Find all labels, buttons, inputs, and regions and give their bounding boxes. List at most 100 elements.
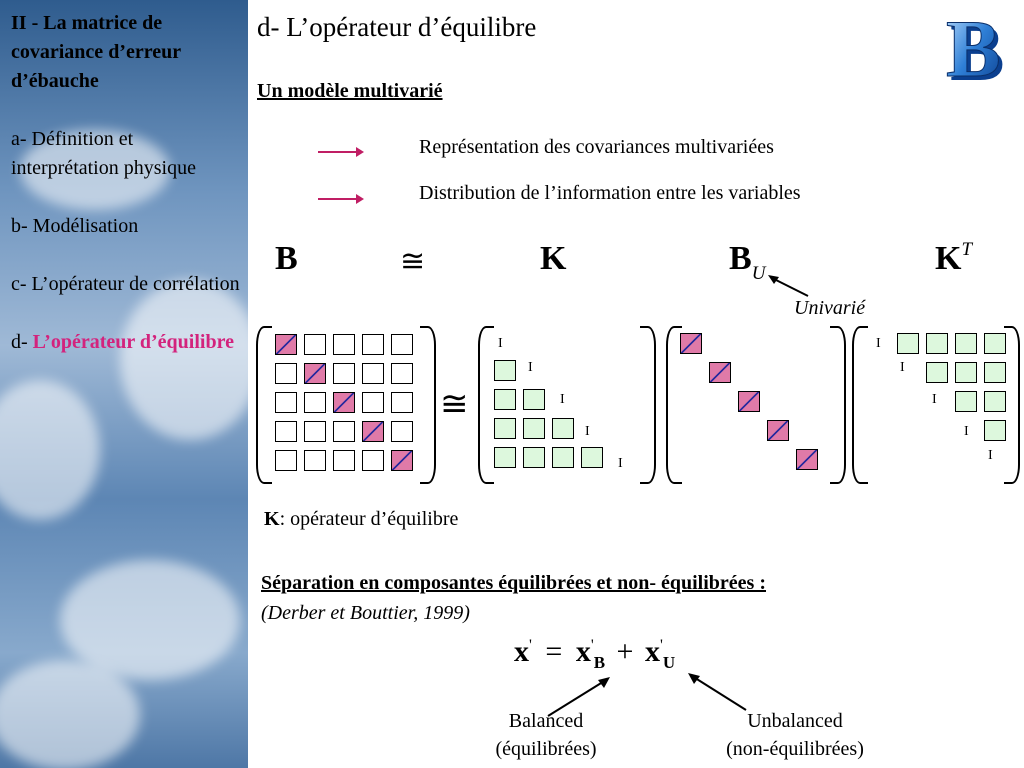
matrix-green-cell xyxy=(955,333,977,354)
matrix-b-right-paren xyxy=(420,326,436,484)
matrix-kt-left-paren xyxy=(852,326,868,484)
bullet-distribution: Distribution de l’information entre les … xyxy=(419,182,801,204)
matrix-green-cell xyxy=(523,389,545,410)
matrix-green-cell xyxy=(494,418,516,439)
sidebar-item-correlation[interactable]: c- L’opérateur de corrélation xyxy=(11,273,240,295)
logo-letter-shadow: B xyxy=(950,8,1005,88)
identity-label: I xyxy=(900,360,905,375)
matrix-green-cell xyxy=(926,333,948,354)
matrix-cell xyxy=(304,450,326,471)
matrix-cell xyxy=(275,450,297,471)
identity-label: I xyxy=(988,448,993,463)
matrix-green-cell xyxy=(926,362,948,383)
matrix-green-cell xyxy=(494,447,516,468)
eq-u-sub: U xyxy=(662,653,676,672)
matrix-diag-cell xyxy=(738,391,760,412)
sidebar-item-active-label: L’opérateur d’équilibre xyxy=(32,331,234,353)
cloud-decoration xyxy=(120,280,248,440)
univarie-label: Univarié xyxy=(794,297,866,319)
balanced-label: Balanced (équilibrées) xyxy=(476,707,616,763)
matrix-diag-cell xyxy=(767,420,789,441)
cloud-decoration xyxy=(0,660,140,768)
matrix-green-cell xyxy=(552,418,574,439)
matrix-green-cell xyxy=(581,447,603,468)
separation-title: Séparation en composantes équilibrées et… xyxy=(261,572,766,594)
cloud-decoration xyxy=(0,380,100,520)
matrix-cell xyxy=(391,421,413,442)
matrix-green-cell xyxy=(984,333,1006,354)
approx-symbol: ≅ xyxy=(400,245,426,278)
symbol-kt: KT xyxy=(935,239,973,278)
cloud-decoration xyxy=(60,560,240,680)
arrow-icon xyxy=(318,147,364,157)
k-definition-symbol: K xyxy=(264,508,280,530)
cloud-decoration xyxy=(20,130,170,210)
symbol-b: B xyxy=(275,240,298,277)
matrix-cell xyxy=(362,334,384,355)
separation-reference: (Derber et Bouttier, 1999) xyxy=(261,602,470,624)
balanced-fr: (équilibrées) xyxy=(495,738,597,760)
eq-xb: x xyxy=(575,635,591,668)
matrix-cell xyxy=(391,334,413,355)
sidebar-outline: II - La matrice de covariance d’erreur d… xyxy=(11,9,243,386)
unbalanced-label: Unbalanced (non-équilibrées) xyxy=(700,707,890,763)
matrix-cell xyxy=(304,334,326,355)
balanced-en: Balanced xyxy=(508,710,584,732)
matrix-green-cell xyxy=(494,360,516,381)
eq-prime-u: ' xyxy=(659,637,663,654)
matrix-cell xyxy=(275,363,297,384)
matrix-cell xyxy=(362,392,384,413)
identity-label: I xyxy=(498,336,503,351)
matrix-cell xyxy=(333,421,355,442)
matrix-diag-cell xyxy=(391,450,413,471)
matrix-cell xyxy=(391,392,413,413)
k-definition-text: : opérateur d’équilibre xyxy=(279,508,459,530)
identity-label: I xyxy=(964,424,969,439)
logo-letter: B xyxy=(946,8,1001,88)
matrix-cell xyxy=(362,450,384,471)
k-definition: K: opérateur d’équilibre xyxy=(264,508,458,531)
eq-prime-b: ' xyxy=(590,637,594,654)
sidebar-item-definition[interactable]: a- Définition et interprétation physique xyxy=(11,128,196,179)
unbalanced-en: Unbalanced xyxy=(747,710,843,732)
symbol-bu-main: B xyxy=(729,240,752,277)
identity-label: I xyxy=(932,392,937,407)
matrix-diag-cell xyxy=(709,362,731,383)
matrix-approx-symbol: ≅ xyxy=(440,386,469,423)
identity-label: I xyxy=(528,360,533,375)
matrix-diag-cell xyxy=(680,333,702,354)
matrix-cell xyxy=(304,421,326,442)
bullet-covariances: Représentation des covariances multivari… xyxy=(419,136,774,158)
matrix-cell xyxy=(362,363,384,384)
matrix-kt-right-paren xyxy=(1004,326,1020,484)
symbol-bu-sub: U xyxy=(751,263,766,284)
matrix-green-cell xyxy=(897,333,919,354)
matrix-green-cell xyxy=(523,447,545,468)
sidebar-item-modelisation[interactable]: b- Modélisation xyxy=(11,215,139,237)
matrix-b-left-paren xyxy=(256,326,272,484)
matrix-cell xyxy=(304,392,326,413)
matrix-green-cell xyxy=(955,362,977,383)
matrix-diag-cell xyxy=(275,334,297,355)
symbol-kt-sup: T xyxy=(961,239,973,260)
matrix-bu-right-paren xyxy=(830,326,846,484)
univarie-arrow-icon xyxy=(768,275,809,297)
identity-label: I xyxy=(585,424,590,439)
matrix-bu-left-paren xyxy=(666,326,682,484)
matrix-cell xyxy=(333,363,355,384)
matrix-diag-cell xyxy=(796,449,818,470)
eq-x: x xyxy=(514,635,529,668)
matrix-k-right-paren xyxy=(640,326,656,484)
matrix-k-left-paren xyxy=(478,326,494,484)
matrix-green-cell xyxy=(494,389,516,410)
unbalanced-arrow-icon xyxy=(688,673,747,711)
matrix-green-cell xyxy=(984,420,1006,441)
matrix-cell xyxy=(275,392,297,413)
sidebar-item-prefix: d- xyxy=(11,331,33,353)
sidebar-item-equilibre[interactable]: d- L’opérateur d’équilibre xyxy=(11,328,243,357)
page-title: d- L’opérateur d’équilibre xyxy=(257,12,537,42)
symbol-k: K xyxy=(540,240,567,277)
matrix-green-cell xyxy=(984,362,1006,383)
sidebar-section-title: II - La matrice de covariance d’erreur d… xyxy=(11,12,181,92)
matrix-cell xyxy=(391,363,413,384)
